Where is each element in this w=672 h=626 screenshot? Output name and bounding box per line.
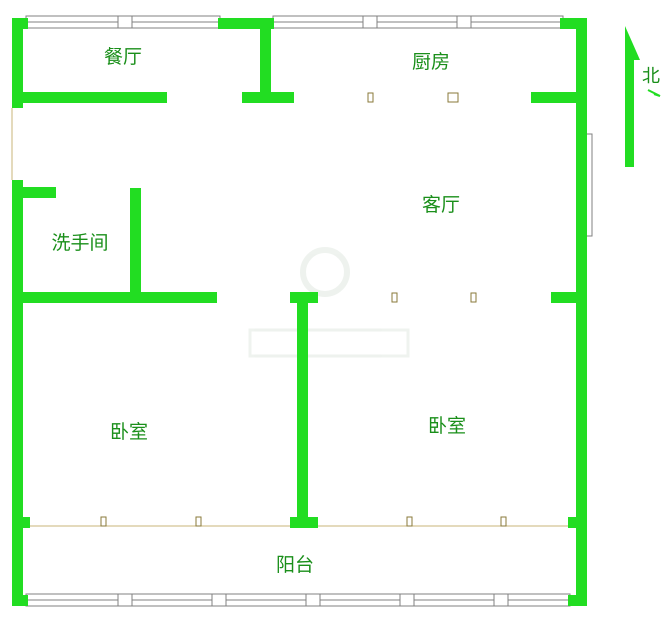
wall-outer-west-lower	[12, 180, 23, 606]
window-top-right	[272, 15, 564, 29]
label-dining: 餐厅	[104, 46, 142, 68]
label-bedroom-right: 卧室	[428, 415, 466, 437]
walls	[12, 18, 587, 606]
label-living: 客厅	[422, 194, 460, 216]
wall-dining-kitchen-divider	[260, 18, 271, 102]
window-top-left	[25, 15, 221, 29]
label-bathroom: 洗手间	[51, 232, 108, 254]
north-label-underline	[647, 89, 661, 97]
wall-bedroom-right-stub	[551, 292, 587, 303]
opening-lines	[11, 108, 570, 527]
label-balcony: 阳台	[276, 554, 314, 576]
wall-balcony-stub-left	[12, 517, 30, 528]
wall-outer-east	[576, 18, 587, 606]
north-label: 北	[642, 66, 660, 87]
north-arrow-icon	[625, 26, 640, 167]
wall-kitchen-stub-right	[531, 92, 587, 103]
label-bedroom-left: 卧室	[110, 421, 148, 443]
pillar-markers	[100, 92, 507, 527]
north-compass: 北	[625, 26, 661, 167]
wall-south-corner-left	[12, 595, 28, 606]
wall-balcony-stub-right	[568, 517, 587, 528]
wall-north-middle	[218, 18, 274, 29]
window-bottom	[25, 593, 571, 607]
wall-outer-west-upper	[12, 18, 23, 108]
wall-south-corner-right	[568, 595, 587, 606]
wall-bathroom-east	[130, 188, 141, 302]
label-kitchen: 厨房	[412, 51, 450, 73]
wall-north-corner-right	[560, 18, 587, 29]
wall-bedroom-divider	[297, 292, 308, 528]
wall-bathroom-north-stub	[12, 187, 56, 198]
watermark-logo	[248, 247, 410, 358]
room-labels: 餐厅 厨房 客厅 洗手间 卧室 卧室 阳台	[51, 46, 466, 576]
wall-kitchen-stub-left	[242, 92, 294, 103]
wall-bathroom-south	[12, 292, 217, 303]
wall-north-corner-left	[12, 18, 28, 29]
wall-dining-south	[12, 92, 167, 103]
wall-bedroom-divider-foot	[290, 517, 318, 528]
